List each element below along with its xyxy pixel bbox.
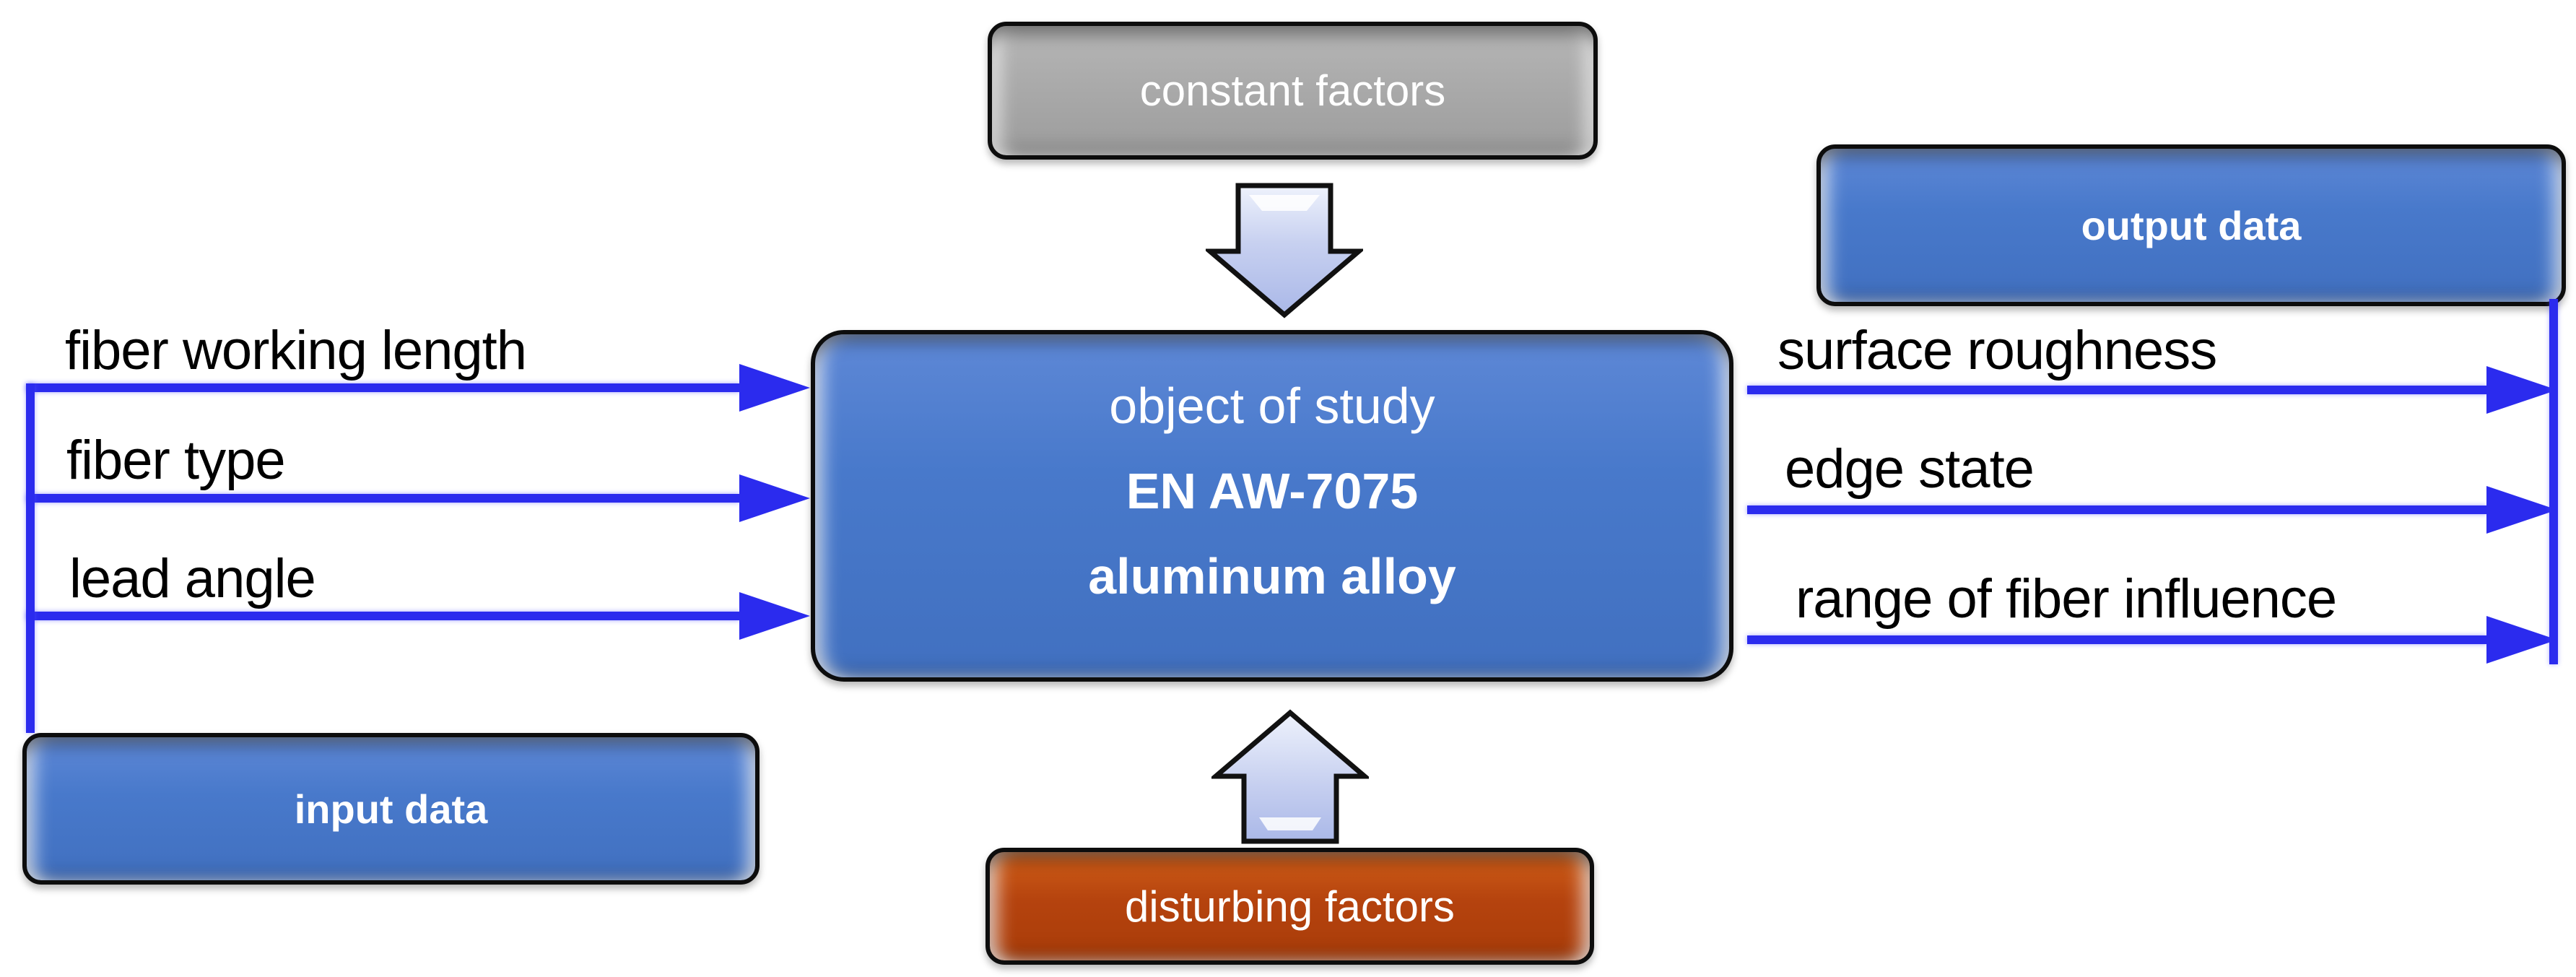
output-connector-line [2549, 299, 2558, 664]
input-arrow-lead-angle [26, 612, 740, 620]
constant-factors-box: constant factors [988, 22, 1598, 160]
input-arrow-fiber-type [26, 494, 740, 503]
input-connector-line [26, 383, 35, 733]
input-label-lead-angle: lead angle [69, 548, 316, 609]
output-label-edge-state: edge state [1785, 438, 2035, 500]
disturbing-factors-box: disturbing factors [985, 848, 1594, 965]
input-data-box: input data [22, 733, 760, 885]
output-data-label: output data [2081, 202, 2302, 248]
object-of-study-box: object of study EN AW-7075 aluminum allo… [811, 330, 1733, 682]
output-label-range-of-fiber-influence: range of fiber influence [1796, 568, 2337, 630]
output-arrow-range-of-fiber-influence [1747, 635, 2487, 644]
output-arrow-edge-state [1747, 505, 2487, 514]
output-label-surface-roughness: surface roughness [1777, 320, 2217, 381]
output-data-box: output data [1816, 144, 2566, 306]
output-arrow-surface-roughness [1747, 386, 2487, 394]
input-data-label: input data [294, 786, 488, 832]
disturbing-factors-label: disturbing factors [1125, 882, 1455, 931]
constant-factors-label: constant factors [1139, 66, 1446, 115]
object-of-study-material: aluminum alloy [1088, 548, 1456, 604]
input-arrow-fiber-working-length [26, 383, 740, 392]
input-label-fiber-type: fiber type [66, 430, 286, 491]
object-of-study-title: object of study [1109, 378, 1435, 434]
up-block-arrow-icon [1211, 709, 1369, 844]
input-label-fiber-working-length: fiber working length [65, 320, 527, 381]
object-of-study-alloy-code: EN AW-7075 [1126, 463, 1419, 519]
down-block-arrow-icon [1206, 183, 1363, 318]
